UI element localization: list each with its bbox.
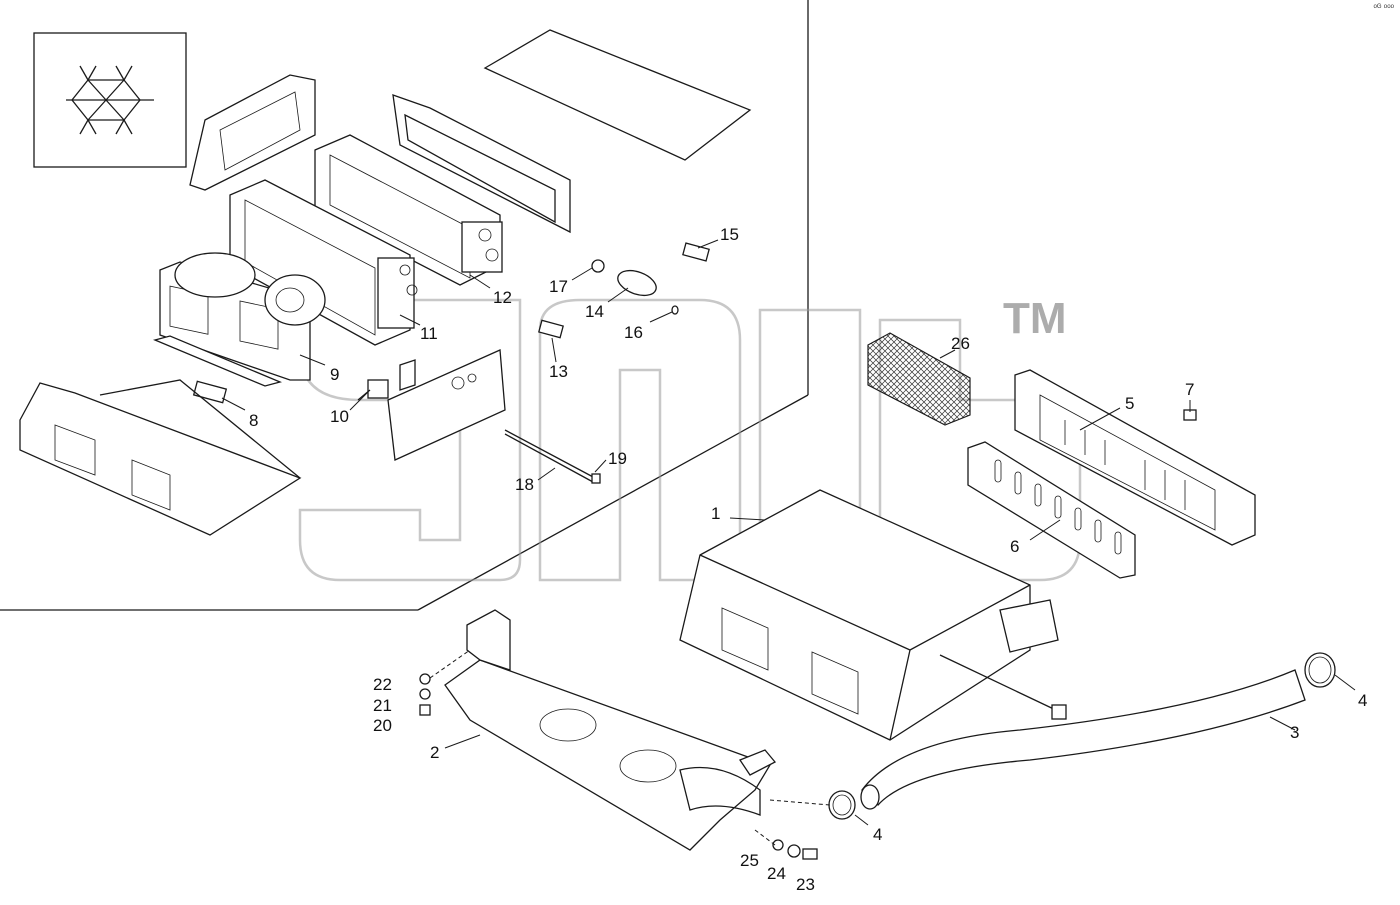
callout-18: 18 [515,475,534,494]
callout-16: 16 [624,323,643,342]
callout-12: 12 [493,288,512,307]
callout-23: 23 [796,875,815,894]
blower-base-strip [152,335,283,387]
heater-core [314,134,503,286]
callout-15: 15 [720,225,739,244]
gasket-frame [392,94,571,234]
hose-clamp-right [1304,652,1336,688]
callout-5: 5 [1125,394,1134,413]
callout-17: 17 [549,277,568,296]
frame-lines [0,0,809,611]
side-frame-panel [189,74,316,191]
callout-6: 6 [1010,537,1019,556]
callout-10: 10 [330,407,349,426]
callout-3: 3 [1290,723,1299,742]
dashed-guides [429,649,831,846]
callout-9: 9 [330,365,339,384]
callout-4-left: 4 [873,825,882,844]
main-housing [679,489,1067,741]
trademark-label: TM [1003,294,1067,343]
callout-25: 25 [740,851,759,870]
side-plate [387,349,506,461]
callout-2: 2 [430,743,439,762]
hose-clamp-left [828,790,856,820]
small-parts [538,242,710,339]
blower-assembly [159,252,326,381]
resistor-block [192,380,228,404]
lower-housing-panel [19,379,302,536]
callout-14: 14 [585,302,604,321]
snowflake-icon [33,32,187,168]
callout-1: 1 [711,504,720,523]
callout-8: 8 [249,411,258,430]
fasteners [419,673,818,860]
drain-hose [860,669,1306,810]
filter-frame [1014,369,1256,546]
filter-pad [867,332,971,426]
corner-mark: ᵒᴳ ᵒᵒᵒ [1373,2,1394,12]
callout-numbers: 1 2 3 4 4 5 6 7 8 9 10 11 12 13 14 15 16… [249,225,1367,894]
callout-20: 20 [373,716,392,735]
control-rod [504,429,601,484]
switch-component [357,379,389,401]
callout-26: 26 [951,334,970,353]
callout-13: 13 [549,362,568,381]
grille-panel [967,441,1136,579]
callout-21: 21 [373,696,392,715]
drain-tray [444,609,777,851]
leader-lines [221,239,1356,826]
callout-11: 11 [420,324,438,343]
callout-19: 19 [608,449,627,468]
top-cover-plate [483,29,752,161]
callout-24: 24 [767,864,786,883]
callout-4-right: 4 [1358,691,1367,710]
callout-22: 22 [373,675,392,694]
callout-7: 7 [1185,380,1194,399]
